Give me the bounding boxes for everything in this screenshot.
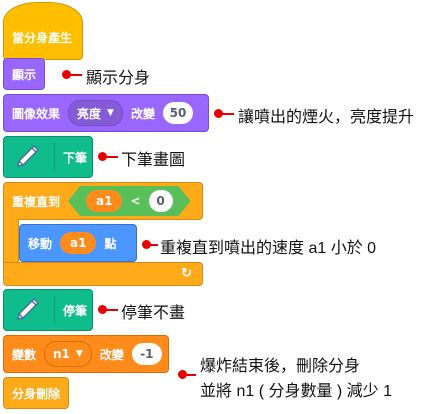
- less-than-condition[interactable]: a1 < 0: [68, 186, 191, 216]
- block-divider: [54, 296, 55, 324]
- annotation-line: [106, 309, 118, 311]
- pen-up-block[interactable]: 停筆: [3, 289, 93, 331]
- annotation-effect: 讓噴出的煙火，亮度提升: [238, 109, 415, 126]
- effect-change-label: 改變: [130, 106, 155, 121]
- repeat-until-block[interactable]: 重複直到 a1 < 0: [3, 182, 203, 220]
- annotation-show: 顯示分身: [86, 70, 151, 87]
- var-dropdown[interactable]: n1 ▼: [44, 341, 92, 367]
- var-dropdown-value: n1: [53, 347, 70, 361]
- annotation-delete-line1: 爆炸結束後，刪除分身: [200, 358, 361, 375]
- move-label: 移動: [28, 236, 53, 251]
- delete-label: 分身刪除: [12, 386, 61, 401]
- repeat-arm: [3, 219, 19, 263]
- repeat-label: 重複直到: [12, 194, 61, 209]
- annotation-line: [186, 374, 196, 376]
- move-unit-label: 點: [104, 236, 117, 251]
- annotation-repeat: 重複直到噴出的速度 a1 小於 0: [160, 240, 377, 257]
- annotation-dot: [98, 305, 107, 314]
- change-variable-block[interactable]: 變數 n1 ▼ 改變 -1: [3, 335, 169, 373]
- annotation-line: [150, 244, 158, 246]
- annotation-pen-down: 下筆畫圖: [121, 152, 186, 169]
- move-steps-block[interactable]: 移動 a1 點: [19, 224, 137, 262]
- var-value-input[interactable]: -1: [131, 343, 162, 365]
- caret-down-icon: ▼: [75, 349, 83, 359]
- effect-value-input[interactable]: 50: [162, 102, 193, 124]
- effect-label: 圖像效果: [12, 106, 61, 121]
- condition-value-input[interactable]: 0: [149, 190, 173, 212]
- loop-arrow-icon: ↻: [181, 266, 192, 281]
- block-divider: [54, 143, 55, 171]
- condition-var[interactable]: a1: [86, 190, 122, 212]
- annotation-dot: [62, 70, 71, 79]
- delete-clone-block[interactable]: 分身刪除: [3, 377, 69, 409]
- var-change-label: 改變: [99, 347, 124, 362]
- effect-dropdown-value: 亮度: [77, 106, 102, 121]
- var-label: 變數: [12, 347, 37, 362]
- annotation-dot: [98, 152, 107, 161]
- move-var[interactable]: a1: [60, 232, 97, 254]
- when-start-as-clone-hat[interactable]: 當分身產生: [3, 2, 83, 60]
- pen-icon: [8, 291, 46, 329]
- pen-up-label: 停筆: [63, 303, 88, 318]
- condition-operator: <: [130, 194, 141, 208]
- annotation-dot: [142, 240, 151, 249]
- caret-down-icon: ▼: [107, 108, 114, 118]
- annotation-line: [222, 113, 234, 115]
- effect-dropdown[interactable]: 亮度 ▼: [68, 100, 123, 126]
- show-block[interactable]: 顯示: [3, 58, 45, 90]
- hat-label: 當分身產生: [12, 31, 73, 45]
- annotation-dot: [178, 370, 187, 379]
- pen-down-block[interactable]: 下筆: [3, 136, 93, 178]
- pen-down-label: 下筆: [63, 150, 88, 165]
- repeat-footer: ↻: [3, 262, 203, 286]
- annotation-line: [70, 74, 82, 76]
- annotation-dot: [214, 109, 223, 118]
- show-label: 顯示: [12, 67, 37, 82]
- pen-icon: [8, 138, 46, 176]
- annotation-delete-line2: 並將 n1 ( 分身數量 ) 減少 1: [200, 383, 393, 400]
- annotation-line: [106, 156, 118, 158]
- annotation-pen-up: 停筆不畫: [121, 305, 186, 322]
- change-effect-block[interactable]: 圖像效果 亮度 ▼ 改變 50: [3, 94, 209, 132]
